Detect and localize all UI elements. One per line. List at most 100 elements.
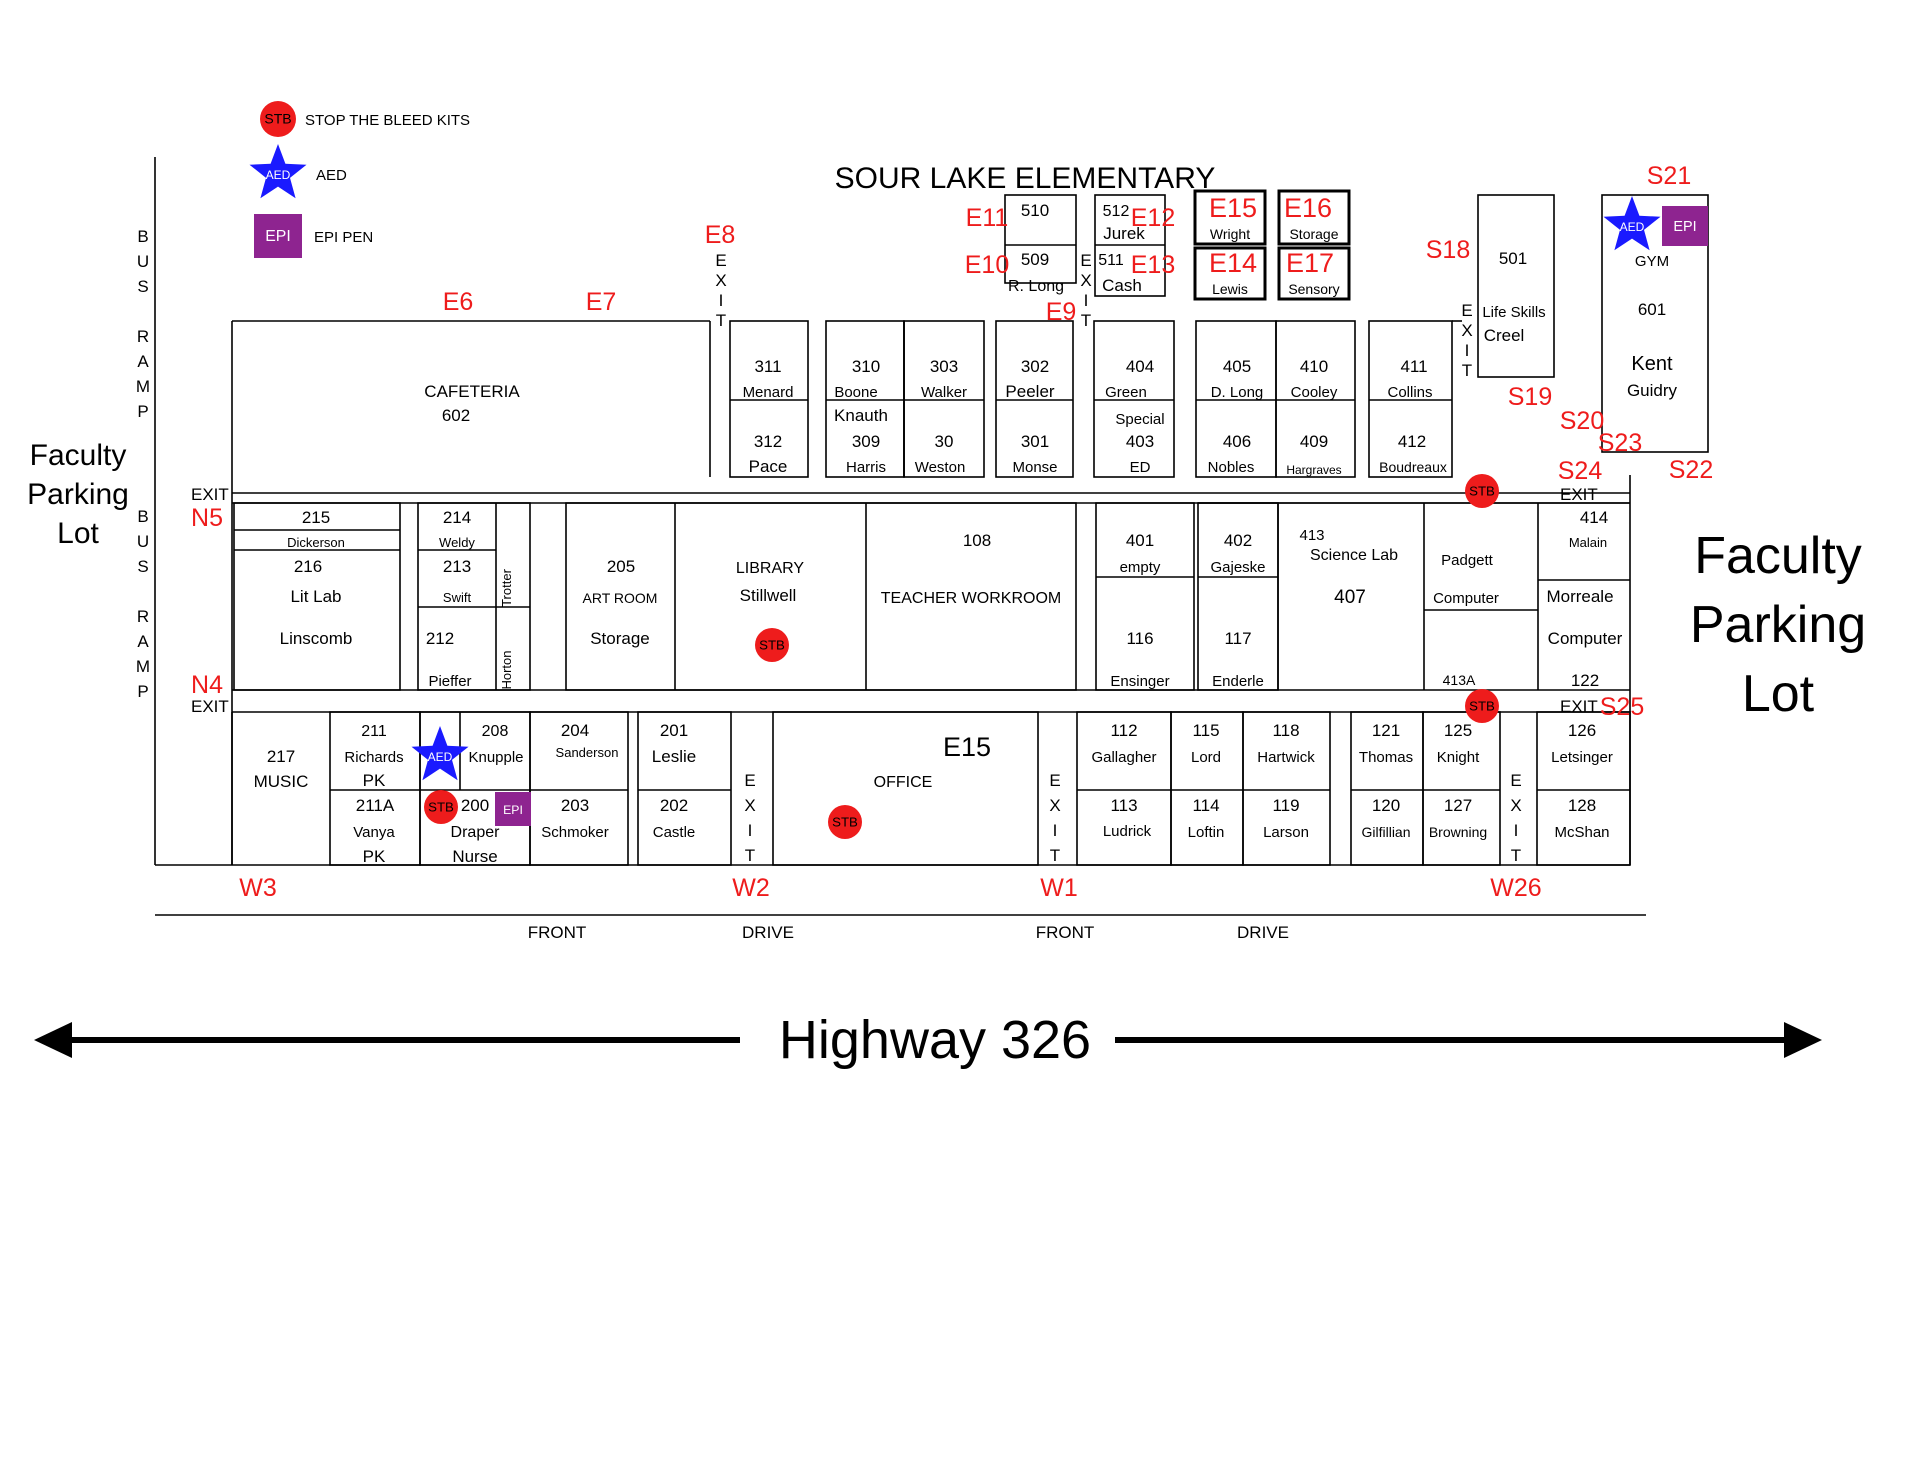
front-drive-label: DRIVE: [742, 923, 794, 942]
vertical-letter: X: [1461, 321, 1472, 340]
room-label: Special: [1115, 411, 1164, 428]
room-label: 303: [930, 357, 958, 376]
room-label: Computer: [1433, 590, 1499, 607]
room-label: 403: [1126, 432, 1154, 451]
room-label: 203: [561, 796, 589, 815]
room-label: Harris: [846, 459, 886, 476]
room-label: 211: [361, 723, 387, 740]
room-label: 119: [1272, 796, 1299, 815]
room-label: Larson: [1263, 824, 1309, 841]
vertical-letter: I: [1053, 821, 1058, 840]
room-label: 407: [1334, 587, 1366, 608]
room-label: GYM: [1635, 253, 1669, 270]
front-drive-label: DRIVE: [1237, 923, 1289, 942]
legend-epi-label: EPI PEN: [314, 229, 373, 246]
room-outline: [1275, 320, 1356, 478]
room-label: 215: [302, 508, 330, 527]
vertical-letter: I: [1084, 291, 1089, 310]
vertical-letter: X: [744, 796, 755, 815]
room-label: 511: [1098, 252, 1124, 269]
room-label: Storage: [590, 629, 650, 648]
zone-label-e9: E9: [1046, 298, 1077, 326]
room-label: 312: [754, 432, 782, 451]
room-label: Peeler: [1005, 382, 1054, 401]
zone-label-n4: N4: [191, 671, 223, 699]
room-label: 128: [1568, 796, 1596, 815]
room-label: Gilfillian: [1361, 824, 1410, 840]
room-outline: [1093, 320, 1175, 478]
epi-badge-text: EPI: [503, 803, 523, 817]
aed-icon-knupple: [411, 726, 469, 781]
exit-label-s25: EXIT: [1560, 697, 1598, 716]
room-label: 114: [1192, 796, 1219, 815]
office-zone-label: E15: [943, 732, 991, 762]
room-label: Sensory: [1288, 281, 1339, 297]
room-label: Science Lab: [1310, 547, 1398, 564]
vertical-letter: U: [137, 252, 149, 271]
room-label: 402: [1224, 531, 1252, 550]
exit-label-s24: EXIT: [1560, 485, 1598, 504]
room-label: 200: [461, 796, 489, 815]
room-label: Padgett: [1441, 552, 1494, 569]
epi-badge-text: EPI: [1673, 219, 1696, 235]
page-title: SOUR LAKE ELEMENTARY: [835, 162, 1216, 195]
legend-stb-label: STOP THE BLEED KITS: [305, 112, 470, 129]
zone-label-w2: W2: [732, 874, 770, 902]
room-label: Leslie: [652, 747, 696, 766]
room-label: Enderle: [1212, 673, 1264, 690]
room-outline: [417, 502, 531, 691]
vertical-letter: T: [1050, 846, 1060, 865]
room-label: 120: [1372, 796, 1400, 815]
room-outline: [729, 320, 809, 478]
room-label: 404: [1126, 357, 1154, 376]
room-label: 411: [1400, 357, 1427, 376]
zone-label-s18: S18: [1426, 236, 1470, 264]
stb-icon-nurse: [424, 790, 458, 824]
room-label: ART ROOM: [583, 590, 658, 606]
vertical-letter: T: [1511, 846, 1521, 865]
room-e15-wright: [1193, 189, 1267, 246]
room-outline: [565, 502, 1077, 691]
vertical-letter: R: [137, 327, 149, 346]
room-label: 108: [963, 531, 991, 550]
vertical-letter: T: [745, 846, 755, 865]
arrow-left-icon: [34, 1022, 72, 1058]
room-label: 601: [1638, 300, 1666, 319]
room-label: Green: [1105, 384, 1147, 401]
vertical-letter: E: [744, 771, 755, 790]
vertical-letter: S: [137, 277, 148, 296]
vertical-letter: X: [715, 271, 726, 290]
room-label: 413A: [1443, 672, 1476, 688]
zone-label-s25: S25: [1600, 693, 1644, 721]
vertical-letter: T: [1462, 361, 1472, 380]
room-label: 406: [1223, 432, 1251, 451]
zone-label-s22: S22: [1669, 456, 1713, 484]
room-outline: [1422, 711, 1501, 866]
room-label: Wright: [1210, 226, 1250, 242]
epi-badge-text: EPI: [265, 228, 291, 245]
room-outline: [1536, 711, 1631, 866]
zone-label-w1: W1: [1040, 874, 1078, 902]
room-label: 118: [1272, 721, 1299, 740]
room-label: Storage: [1289, 226, 1338, 242]
zone-label-e7: E7: [586, 288, 617, 316]
room-label: Trotter: [499, 568, 514, 606]
room-outline: [1095, 502, 1195, 691]
aed-badge-text: AED: [266, 168, 291, 182]
stb-icon-office: [828, 805, 862, 839]
legend-aed-label: AED: [316, 167, 347, 184]
room-label: Lewis: [1212, 281, 1248, 297]
epi-pen-icon-gym: [1662, 206, 1708, 246]
room-label: Browning: [1429, 824, 1487, 840]
room-label: 309: [852, 432, 880, 451]
room-label: Horton: [499, 650, 514, 689]
room-label: Weldy: [439, 535, 475, 550]
zone-label-e12: E12: [1131, 204, 1175, 232]
room-label: MUSIC: [254, 772, 309, 791]
zone-label-e6: E6: [443, 288, 474, 316]
room-label: Jurek: [1103, 224, 1145, 243]
stb-badge-text: STB: [264, 111, 291, 127]
vertical-letter: S: [137, 557, 148, 576]
room-label: Pieffer: [428, 673, 471, 690]
